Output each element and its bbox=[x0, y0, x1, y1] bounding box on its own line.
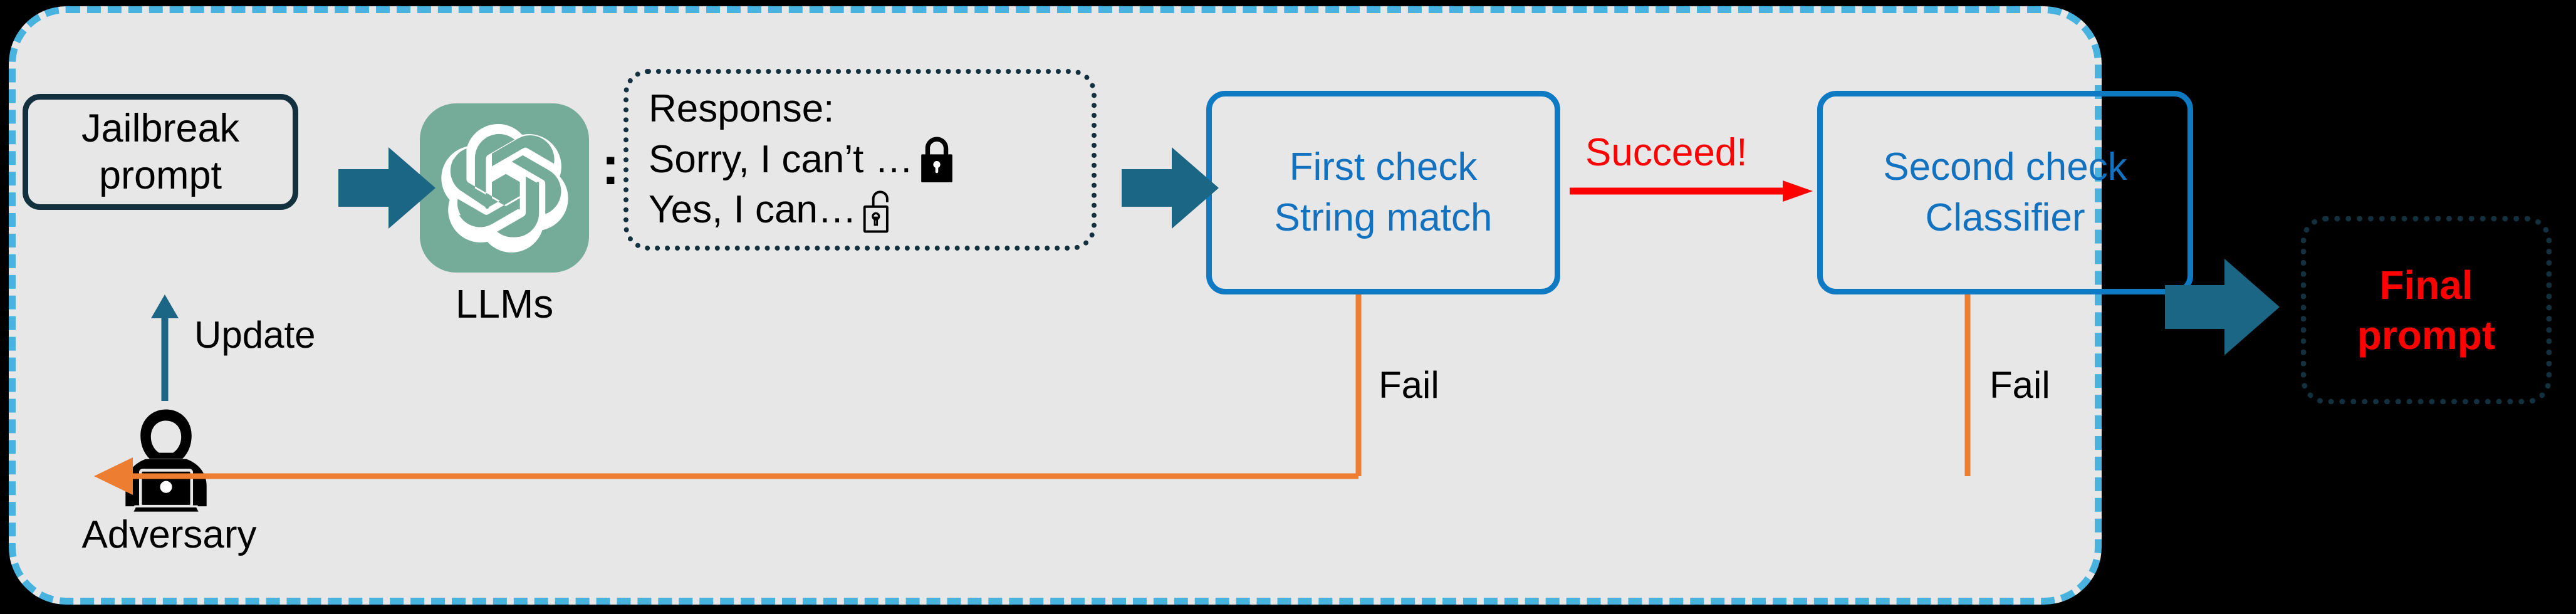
response-heading-row: Response: bbox=[649, 84, 1083, 135]
succeed-edge-label: Succeed! bbox=[1585, 131, 1748, 174]
second-check-box[interactable]: Second check Classifier bbox=[1817, 91, 2193, 294]
fail-label-first-check: Fail bbox=[1379, 364, 1439, 406]
pipeline-container bbox=[9, 6, 2102, 605]
adversary-label: Adversary bbox=[81, 513, 257, 556]
jailbreak-prompt-line2: prompt bbox=[98, 153, 222, 197]
second-check-line2: Classifier bbox=[1925, 195, 2085, 239]
llm-tile[interactable] bbox=[420, 103, 589, 273]
response-heading: Response: bbox=[649, 87, 835, 131]
first-check-line1: First check bbox=[1289, 145, 1478, 189]
hooded-hacker-laptop-icon[interactable] bbox=[110, 404, 222, 517]
response-refusal-row: Sorry, I can’t … bbox=[649, 135, 1083, 185]
final-prompt-line1: Final bbox=[2379, 263, 2473, 308]
response-compliance-row: Yes, I can… bbox=[649, 185, 1083, 236]
final-prompt-line2: prompt bbox=[2357, 313, 2496, 358]
llm-label: LLMs bbox=[455, 281, 554, 326]
update-edge-label: Update bbox=[194, 314, 316, 356]
first-check-box[interactable]: First check String match bbox=[1206, 91, 1560, 294]
final-prompt-box[interactable]: Final prompt bbox=[2301, 216, 2552, 404]
jailbreak-prompt-line1: Jailbreak bbox=[81, 107, 240, 151]
second-check-line1: Second check bbox=[1883, 145, 2127, 189]
response-box: Response: Sorry, I can’t … Yes, I can… bbox=[623, 69, 1097, 251]
jailbreak-prompt-box[interactable]: Jailbreak prompt bbox=[23, 94, 298, 210]
openai-logo-icon bbox=[441, 123, 568, 252]
response-compliance-text: Yes, I can… bbox=[649, 188, 857, 232]
first-check-line2: String match bbox=[1274, 195, 1493, 239]
colon-separator: : bbox=[602, 136, 620, 196]
response-refusal-text: Sorry, I can’t … bbox=[649, 137, 914, 181]
fail-label-second-check: Fail bbox=[1989, 364, 2050, 406]
open-lock-icon bbox=[863, 190, 889, 233]
closed-lock-icon bbox=[920, 137, 952, 182]
